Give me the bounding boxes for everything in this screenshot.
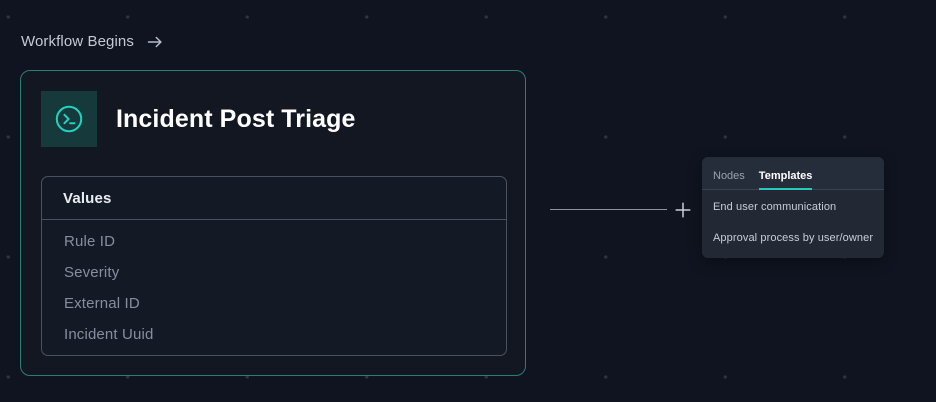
add-node-button[interactable] — [674, 201, 692, 219]
workflow-begins-label: Workflow Begins — [21, 30, 165, 54]
templates-popover[interactable]: Nodes Templates End user communication A… — [702, 157, 884, 258]
list-item[interactable]: Severity — [64, 264, 120, 281]
tab-templates[interactable]: Templates — [758, 170, 813, 190]
page-title: Incident Post Triage — [116, 105, 356, 133]
templates-tab-bar: Nodes Templates — [702, 157, 884, 190]
node-card-incident-post-triage[interactable]: Incident Post Triage Values Rule ID Seve… — [20, 70, 526, 376]
connector-line — [550, 209, 667, 210]
values-list: Rule ID Severity External ID Incident Uu… — [42, 220, 506, 343]
templates-list: End user communication Approval process … — [702, 190, 884, 245]
list-item[interactable]: End user communication — [713, 201, 837, 213]
list-item[interactable]: Incident Uuid — [64, 326, 154, 343]
node-card-header: Incident Post Triage — [41, 91, 356, 147]
values-panel[interactable]: Values Rule ID Severity External ID Inci… — [41, 176, 507, 356]
tab-nodes[interactable]: Nodes — [713, 170, 745, 182]
list-item[interactable]: Rule ID — [64, 233, 116, 250]
list-item[interactable]: Approval process by user/owner — [713, 232, 874, 244]
values-panel-header: Values — [42, 177, 506, 220]
list-item[interactable]: External ID — [64, 295, 140, 312]
terminal-circle-icon — [41, 91, 97, 147]
arrow-right-icon — [145, 32, 165, 52]
workflow-begins-text: Workflow Begins — [21, 33, 134, 50]
values-panel-title: Values — [63, 189, 112, 207]
